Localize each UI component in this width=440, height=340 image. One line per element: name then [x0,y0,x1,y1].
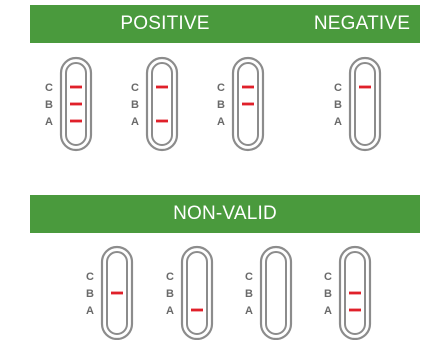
test-strip-negative: CBA [334,56,382,152]
strip-window-outline [151,62,173,146]
test-strip-non_valid: CBA [245,245,293,340]
zone-label-c: C [166,271,174,283]
result-line-b [111,291,123,295]
strip-window-outline [265,251,287,335]
zone-label-a: A [45,116,53,128]
zone-label-a: A [131,116,139,128]
result-line-b [242,102,254,106]
zone-label-a: A [324,305,332,317]
zone-label-c: C [245,271,253,283]
result-line-a [191,308,203,312]
zone-label-a: A [245,305,253,317]
positive-header: POSITIVE [120,13,210,34]
zone-label-b: B [217,99,225,111]
result-line-c [242,85,254,89]
test-strip-positive: CBA [217,56,265,152]
result-line-b [349,291,361,295]
test-strip-non_valid: CBA [324,245,372,340]
zone-label-b: B [324,288,332,300]
negative-header: NEGATIVE [313,13,411,34]
test-strip-non_valid: CBA [86,245,134,340]
result-line-c [156,85,168,89]
test-strip-positive: CBA [131,56,179,152]
test-strip-positive: CBA [45,56,93,152]
result-line-a [156,119,168,123]
zone-label-a: A [86,305,94,317]
zone-label-c: C [217,82,225,94]
result-line-c [359,85,371,89]
result-line-b [70,102,82,106]
strip-window-outline [186,251,208,335]
zone-label-c: C [324,271,332,283]
zone-label-a: A [334,116,342,128]
zone-label-a: A [166,305,174,317]
zone-label-a: A [217,116,225,128]
zone-label-b: B [334,99,342,111]
zone-label-b: B [166,288,174,300]
zone-label-b: B [86,288,94,300]
strip-window-outline [354,62,376,146]
result-line-a [70,119,82,123]
zone-label-b: B [45,99,53,111]
zone-label-c: C [334,82,342,94]
zone-label-b: B [245,288,253,300]
zone-label-c: C [45,82,53,94]
non-valid-header-bar: NON-VALID [30,195,420,233]
result-line-a [349,308,361,312]
zone-label-b: B [131,99,139,111]
result-line-c [70,85,82,89]
zone-label-c: C [86,271,94,283]
non-valid-header: NON-VALID [173,203,277,224]
zone-label-c: C [131,82,139,94]
test-strip-non_valid: CBA [166,245,214,340]
result-header-bar: POSITIVE NEGATIVE [30,5,420,43]
